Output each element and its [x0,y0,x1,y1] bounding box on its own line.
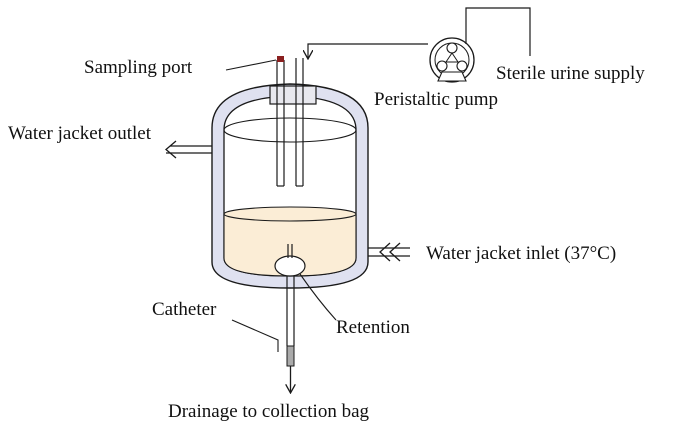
retention-leader [299,273,337,321]
peristaltic-pump-icon [429,37,475,83]
peristaltic-pump-label: Peristaltic pump [374,89,499,110]
feed-line [308,43,428,58]
sampling-port-tube [276,60,285,187]
feed-tube [295,58,304,187]
catheter-label: Catheter [152,299,217,320]
supply-line [465,7,531,56]
water-jacket-outlet-label: Water jacket outlet [8,123,152,144]
water-jacket-inlet-pipe [368,242,410,262]
water-jacket-outlet-pipe [164,140,212,159]
sterile-urine-supply-label: Sterile urine supply [496,63,645,84]
catheter-tube [286,276,295,367]
sampling-port-cap [277,56,284,62]
water-jacket-inlet-label: Water jacket inlet (37°C) [426,243,617,264]
retention-label: Retention [336,317,410,338]
retention-balloon [274,255,306,277]
urine-surface [223,206,357,222]
vessel-rim [223,117,357,143]
sampling-port-label: Sampling port [84,57,193,78]
sampling-port-leader [225,59,277,71]
lid-port-block [269,85,317,105]
catheter-leader [231,319,279,352]
drainage-label: Drainage to collection bag [168,401,370,422]
